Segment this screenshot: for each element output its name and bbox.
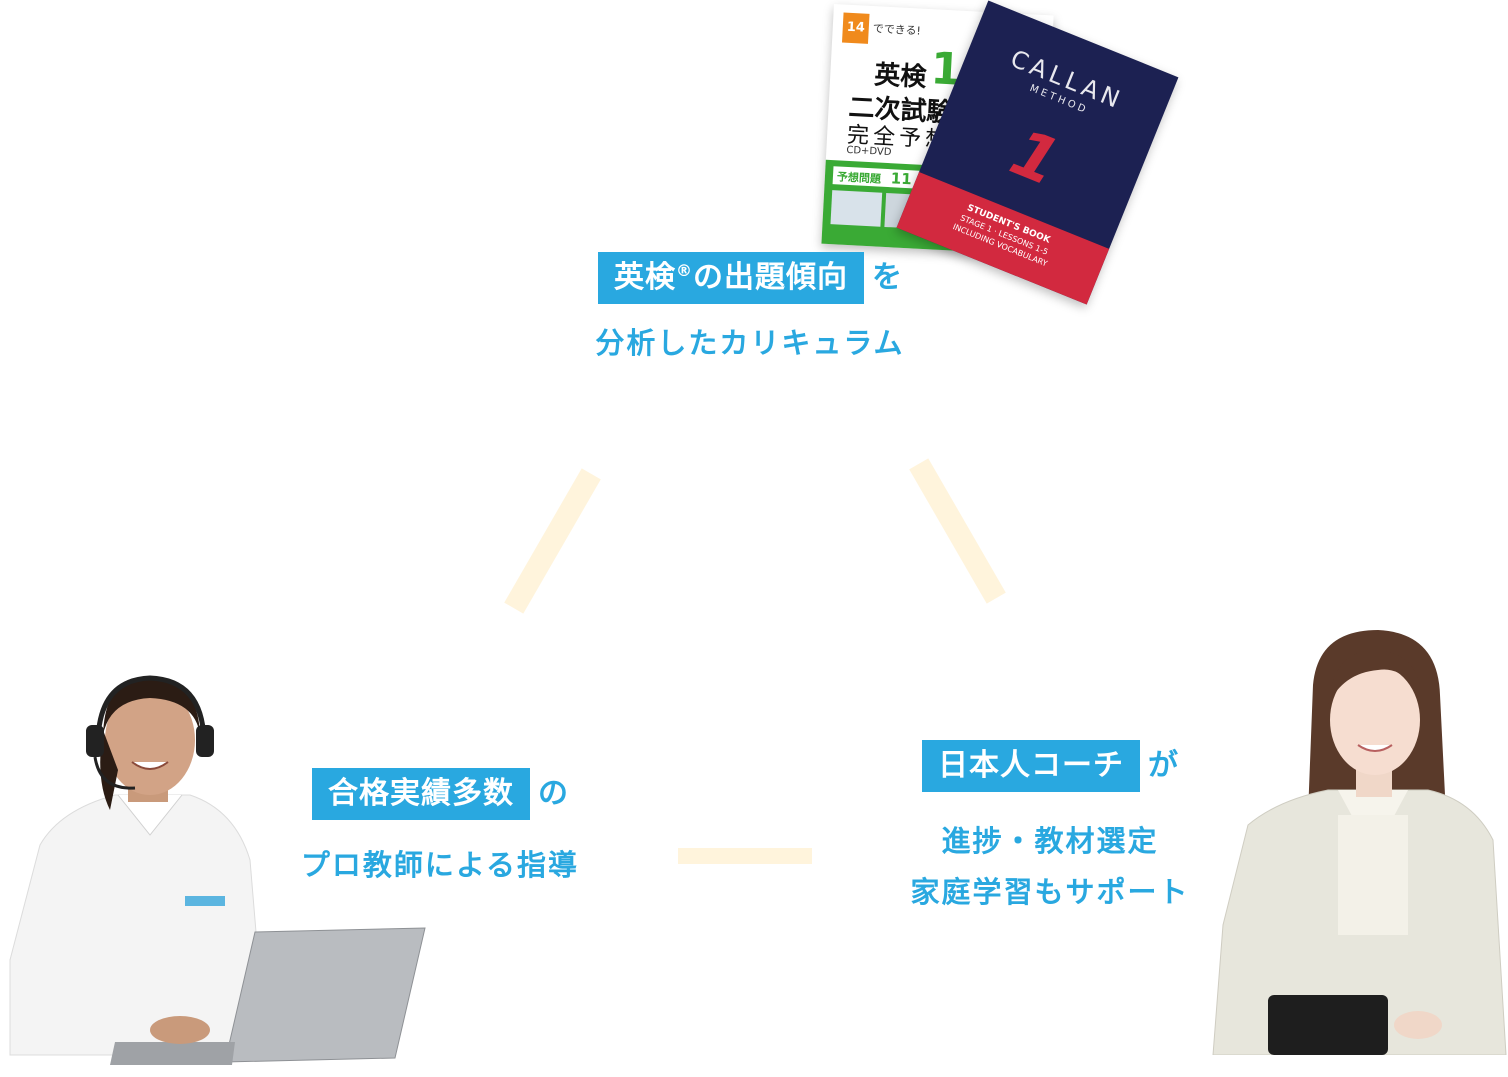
top-highlight: 英検®の出題傾向 [598, 252, 864, 304]
right-sub-line1: 進捗・教材選定 [941, 824, 1159, 858]
days-badge: 14 [841, 12, 870, 44]
book-banner-num: 11 [890, 169, 913, 189]
right-sub-line2: 家庭学習もサポート [910, 874, 1190, 909]
top-sub-text: 分析したカリキュラム [595, 326, 905, 360]
top-after-text: を [872, 260, 902, 295]
book-top-text: でできる! [872, 22, 922, 38]
top-caption: 英検®の出題傾向を 分析したカリキュラム [540, 252, 960, 369]
right-highlight: 日本人コーチ [922, 740, 1140, 792]
teacher-shirt [9, 794, 261, 1056]
left-after-text: の [538, 776, 568, 811]
right-after-text: が [1148, 748, 1178, 783]
left-highlight: 合格実績多数 [312, 768, 530, 820]
left-sub-text: プロ教師による指導 [300, 848, 580, 882]
clipboard [1268, 995, 1388, 1055]
teacher-head [105, 685, 195, 795]
right-caption: 日本人コーチが 進捗・教材選定 家庭学習もサポート [870, 740, 1230, 918]
connector-left [504, 468, 601, 614]
book-media: CD+DVD [846, 144, 892, 159]
coach-head [1330, 665, 1420, 775]
connector-bottom [678, 848, 812, 864]
connector-right [909, 458, 1006, 604]
laptop [224, 927, 426, 1063]
book-banner: 予想問題 [836, 170, 882, 186]
teacher-image [9, 675, 426, 1065]
coach-image [1212, 630, 1507, 1055]
left-caption: 合格実績多数の プロ教師による指導 [250, 768, 630, 891]
